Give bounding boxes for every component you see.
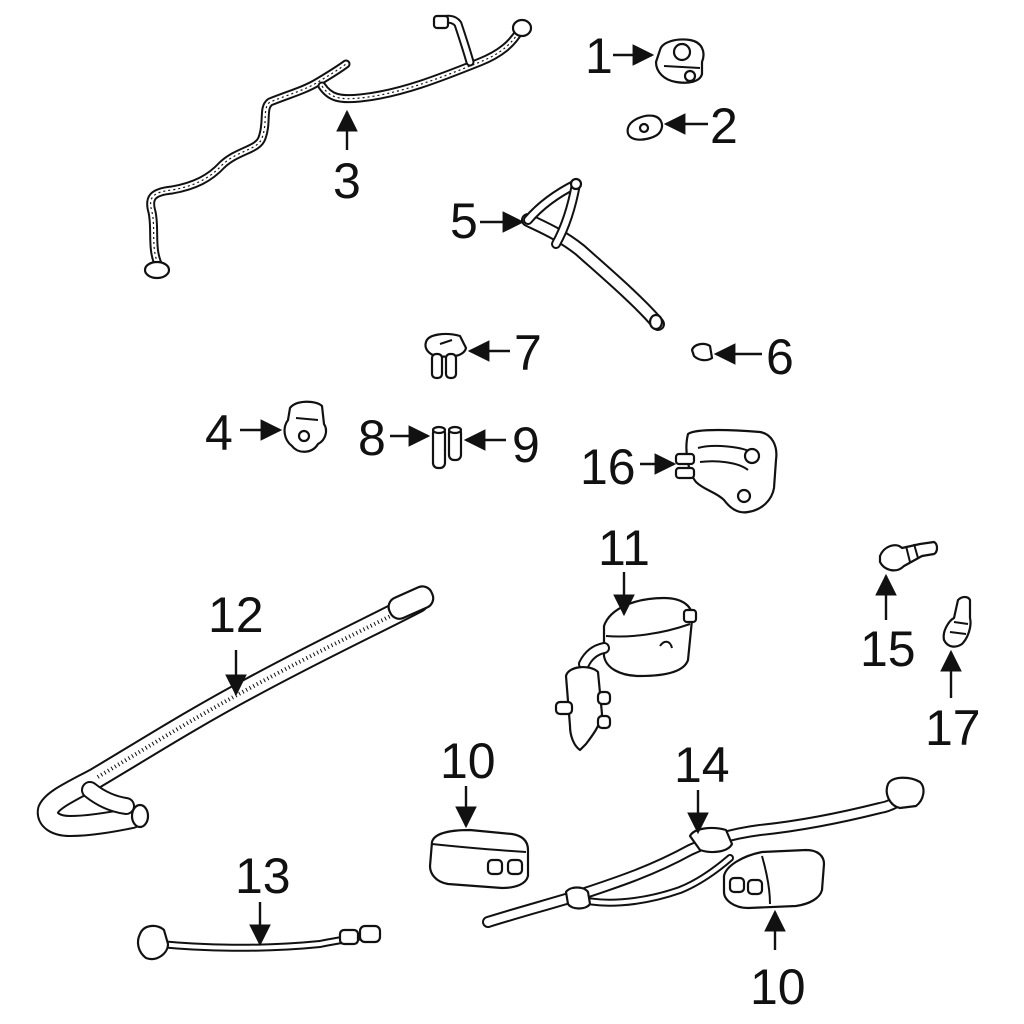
callout-10b: 10 bbox=[750, 959, 806, 1015]
callout-9: 9 bbox=[512, 417, 540, 473]
callout-14: 14 bbox=[674, 737, 730, 793]
part-2-gasket bbox=[626, 114, 664, 141]
callout-7: 7 bbox=[514, 325, 542, 381]
callout-labels: 1 2 3 4 5 6 7 8 9 10 10 11 12 13 14 15 1… bbox=[205, 28, 981, 1015]
callout-5: 5 bbox=[450, 193, 478, 249]
part-10-canister-right bbox=[722, 848, 826, 910]
part-13-cable bbox=[136, 924, 382, 961]
callout-15: 15 bbox=[860, 621, 916, 677]
part-14-vapor-line bbox=[482, 776, 925, 928]
part-17-sensor bbox=[942, 595, 972, 648]
callout-1: 1 bbox=[585, 28, 613, 84]
part-7-connector bbox=[424, 332, 468, 380]
part-16-solenoid bbox=[674, 428, 778, 514]
callout-6: 6 bbox=[766, 329, 794, 385]
part-1-sensor bbox=[654, 38, 705, 84]
part-4-bracket bbox=[283, 400, 328, 453]
callout-11: 11 bbox=[598, 520, 650, 576]
callout-3: 3 bbox=[333, 153, 361, 209]
part-6-clip bbox=[690, 342, 714, 362]
callout-8: 8 bbox=[358, 410, 386, 466]
part-10-canister-left bbox=[428, 828, 530, 890]
callout-16: 16 bbox=[580, 439, 636, 495]
callout-arrows bbox=[225, 44, 962, 950]
callout-4: 4 bbox=[205, 405, 233, 461]
part-12-hose bbox=[36, 585, 435, 837]
part-3-wiring-harness bbox=[143, 14, 533, 280]
part-5-hose bbox=[521, 177, 665, 331]
callout-17: 17 bbox=[925, 700, 981, 756]
callout-2: 2 bbox=[710, 98, 738, 154]
part-11-purge-valve bbox=[554, 596, 698, 752]
part-15-sensor bbox=[878, 540, 939, 572]
callout-12: 12 bbox=[208, 587, 264, 643]
callout-10a: 10 bbox=[440, 733, 496, 789]
callout-13: 13 bbox=[235, 848, 291, 904]
part-8-9-caps bbox=[431, 425, 463, 470]
